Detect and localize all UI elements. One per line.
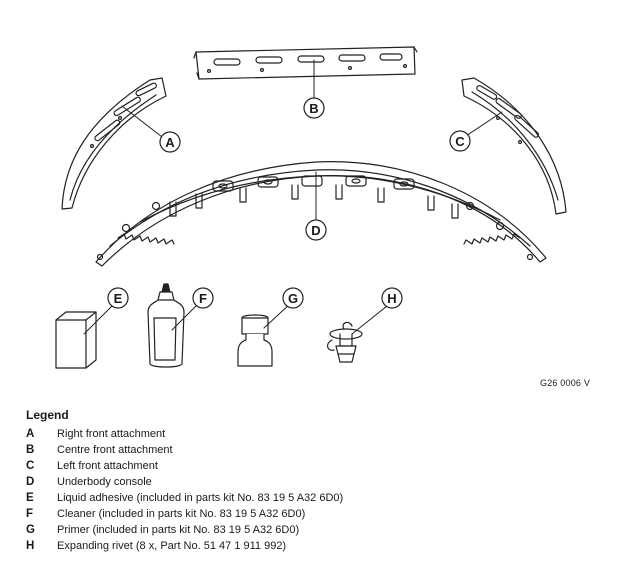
legend-row: A Right front attachment bbox=[26, 426, 343, 442]
centre-front-attachment-part bbox=[193, 46, 418, 80]
legend: Legend A Right front attachment B Centre… bbox=[26, 408, 343, 554]
callout-circle-f bbox=[192, 287, 214, 309]
callout-g: G bbox=[288, 291, 298, 306]
callout-circle-h bbox=[381, 287, 403, 309]
legend-title: Legend bbox=[26, 408, 69, 422]
expanding-rivet-part bbox=[326, 321, 363, 363]
legend-row: D Underbody console bbox=[26, 474, 343, 490]
legend-key: D bbox=[26, 476, 35, 488]
legend-row: G Primer (included in parts kit No. 83 1… bbox=[26, 522, 343, 538]
callout-circle-d bbox=[305, 219, 327, 241]
leader-line-h bbox=[351, 301, 393, 335]
right-front-attachment-part bbox=[61, 77, 167, 210]
callout-circle-b bbox=[303, 97, 325, 119]
legend-row: E Liquid adhesive (included in parts kit… bbox=[26, 490, 343, 506]
callout-c: C bbox=[455, 134, 465, 149]
parts-diagram: A B C D E F G H bbox=[55, 46, 567, 369]
callout-a: A bbox=[165, 135, 175, 150]
legend-text: Right front attachment bbox=[57, 428, 166, 440]
callout-f: F bbox=[199, 291, 207, 306]
legend-text: Centre front attachment bbox=[57, 444, 173, 456]
legend-key: F bbox=[26, 508, 34, 520]
leader-line-a bbox=[121, 105, 167, 141]
figure-code: G26 0006 V bbox=[540, 378, 591, 388]
legend-text: Cleaner (included in parts kit No. 83 19… bbox=[57, 508, 306, 520]
callout-b: B bbox=[309, 101, 318, 116]
legend-text: Primer (included in parts kit No. 83 19 … bbox=[57, 524, 300, 536]
legend-key: A bbox=[26, 428, 35, 440]
callout-circle-c bbox=[449, 130, 471, 152]
callout-circle-e bbox=[107, 287, 129, 309]
legend-row: C Left front attachment bbox=[26, 458, 343, 474]
callout-circle-a bbox=[159, 131, 181, 153]
legend-key: H bbox=[26, 540, 35, 552]
cleaner-bottle-part bbox=[147, 283, 185, 368]
legend-key: B bbox=[26, 444, 35, 456]
underbody-console-part bbox=[95, 161, 547, 267]
liquid-adhesive-part bbox=[55, 311, 97, 369]
leader-line-f bbox=[171, 301, 201, 331]
legend-key: C bbox=[26, 460, 35, 472]
legend-row: B Centre front attachment bbox=[26, 442, 343, 458]
callout-circle-g bbox=[282, 287, 304, 309]
legend-row: F Cleaner (included in parts kit No. 83 … bbox=[26, 506, 343, 522]
left-front-attachment-part bbox=[461, 77, 567, 215]
legend-text: Left front attachment bbox=[57, 460, 158, 472]
legend-key: G bbox=[26, 524, 35, 536]
legend-text: Liquid adhesive (included in parts kit N… bbox=[57, 492, 344, 504]
legend-text: Expanding rivet (8 x, Part No. 51 47 1 9… bbox=[57, 540, 287, 552]
primer-bottle-part bbox=[237, 314, 273, 367]
legend-text: Underbody console bbox=[57, 476, 152, 488]
legend-row: H Expanding rivet (8 x, Part No. 51 47 1… bbox=[26, 538, 343, 554]
callout-h: H bbox=[387, 291, 396, 306]
legend-key: E bbox=[26, 492, 34, 504]
leader-line-e bbox=[83, 301, 117, 335]
callout-d: D bbox=[311, 223, 320, 238]
callout-e: E bbox=[114, 291, 123, 306]
